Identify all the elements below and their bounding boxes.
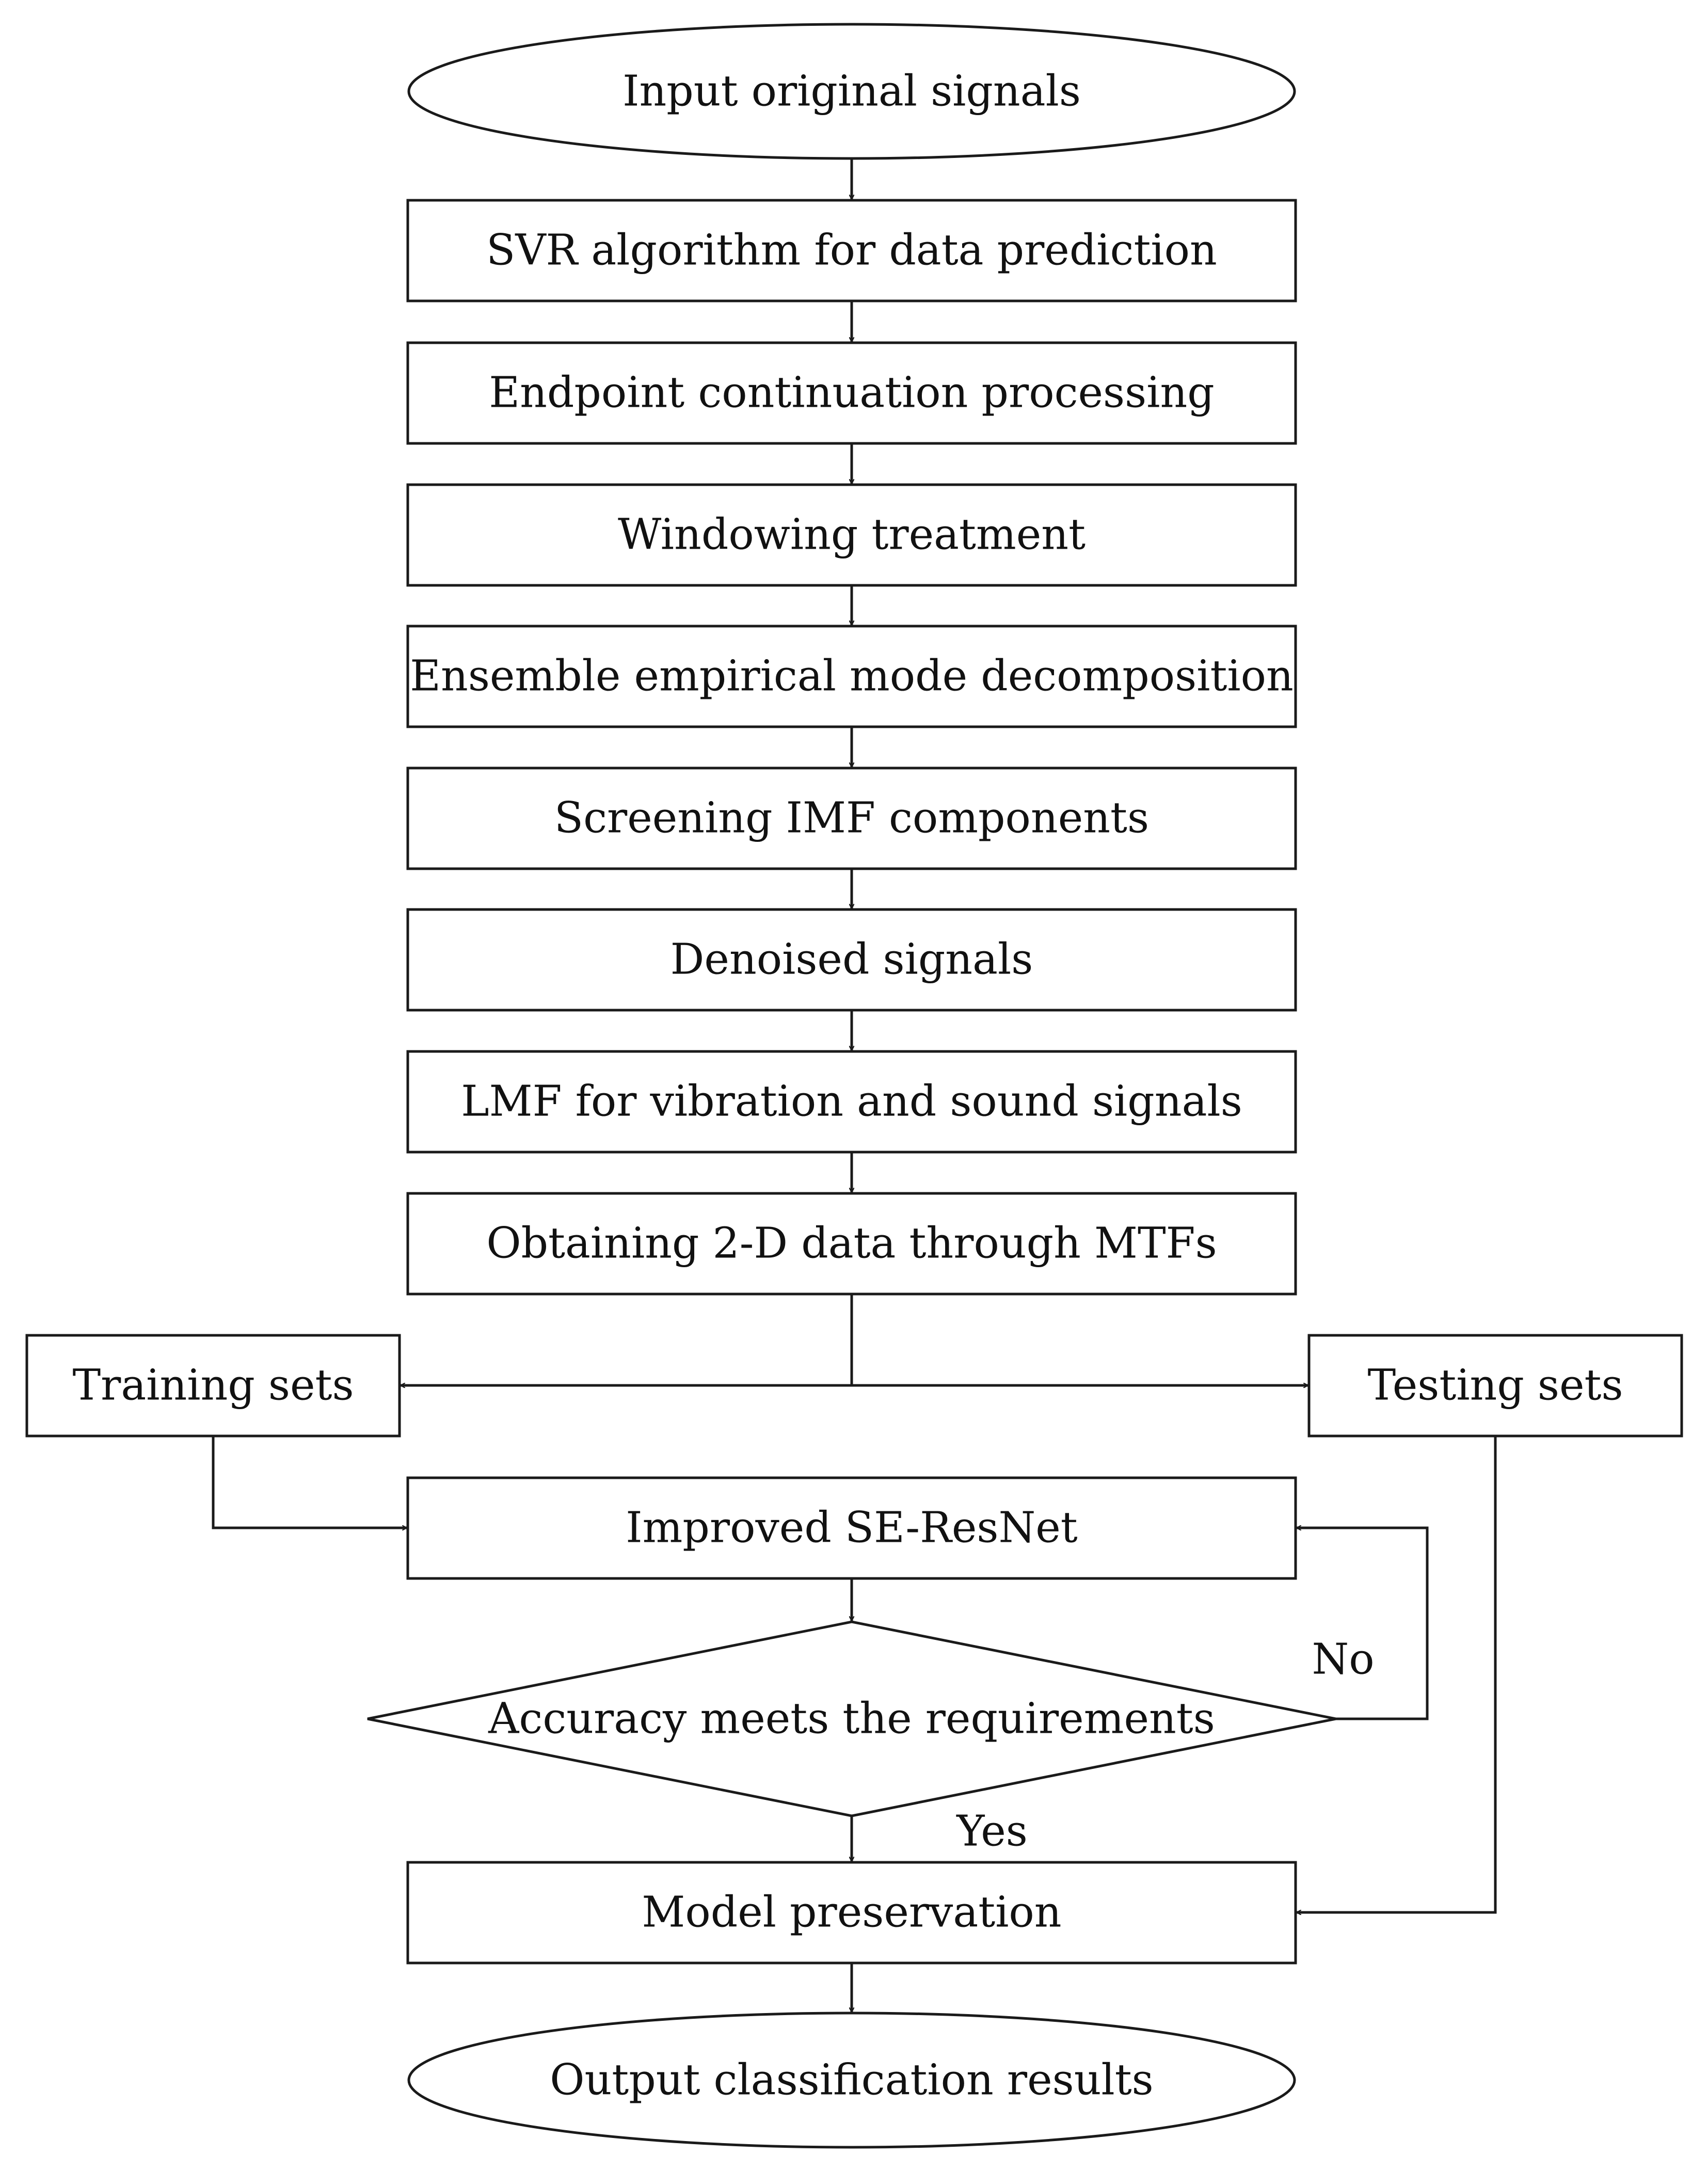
no-branch-label: No <box>1312 1635 1374 1684</box>
testing-sets-label: Testing sets <box>1367 1361 1623 1410</box>
step-endpoint-label: Endpoint continuation processing <box>489 369 1215 418</box>
step-eemd-label: Ensemble empirical mode decomposition <box>410 652 1294 701</box>
step-denoised-label: Denoised signals <box>671 935 1033 984</box>
arrow-testing-to-save <box>1297 1436 1497 1912</box>
step-mtf-label: Obtaining 2-D data through MTFs <box>486 1219 1217 1268</box>
step-imf-label: Screening IMF components <box>554 794 1149 843</box>
yes-branch-label: Yes <box>956 1807 1028 1856</box>
step-endpoint-box <box>406 341 1297 445</box>
step-windowing-box <box>406 483 1297 587</box>
decision-label: Accuracy meets the requirements <box>488 1695 1215 1744</box>
training-sets-label: Training sets <box>72 1361 354 1410</box>
testing-sets-box <box>1307 1334 1683 1438</box>
step-lmf-label: LMF for vibration and sound signals <box>461 1077 1242 1126</box>
save-box <box>406 1861 1297 1965</box>
save-label: Model preservation <box>642 1888 1061 1937</box>
arrow-training-to-model <box>212 1436 407 1528</box>
training-sets-box <box>25 1334 401 1438</box>
arrow-decision-no-loop <box>1297 1528 1429 1720</box>
end-label: Output classification results <box>550 2056 1154 2105</box>
start-label: Input original signals <box>622 67 1081 116</box>
step-lmf-box <box>406 1050 1297 1154</box>
model-label: Improved SE-ResNet <box>626 1504 1078 1553</box>
step-windowing-label: Windowing treatment <box>618 510 1086 560</box>
step-mtf-box <box>406 1192 1297 1296</box>
step-svr-box <box>406 199 1297 302</box>
step-svr-label: SVR algorithm for data prediction <box>486 226 1217 275</box>
end-terminal <box>407 2012 1296 2149</box>
